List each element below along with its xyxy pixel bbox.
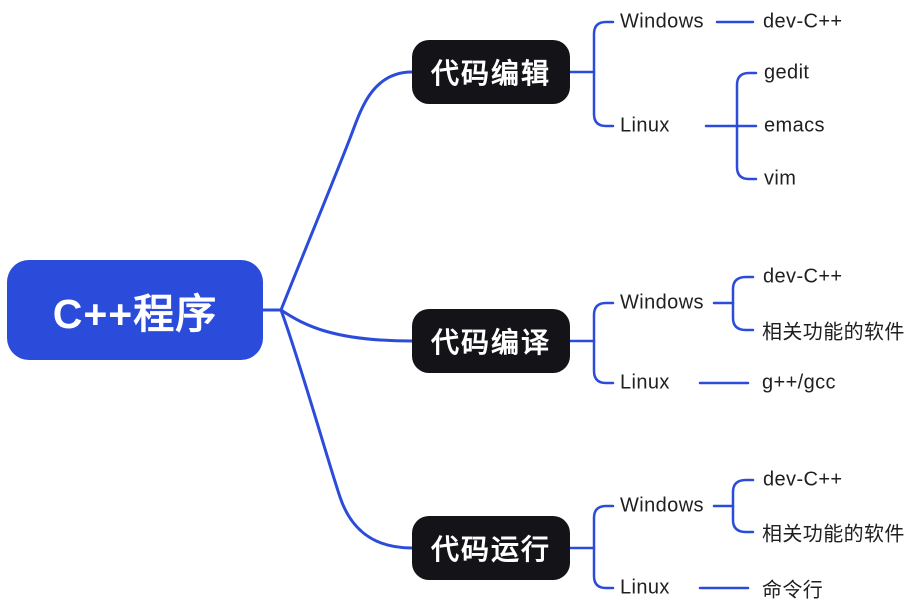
branch-node-label: 代码编辑	[430, 58, 551, 89]
edge-root-to-code-edit	[279, 70, 414, 312]
node-gcc[interactable]: g++/gcc	[762, 371, 836, 394]
node-command-line[interactable]: 命令行	[762, 579, 824, 602]
branch-node-label: 代码运行	[430, 534, 551, 565]
node-devcpp-run[interactable]: dev-C++	[763, 468, 843, 491]
edge-windows3-bracket	[731, 478, 755, 534]
node-linux-edit[interactable]: Linux	[620, 114, 670, 137]
node-devcpp-compile[interactable]: dev-C++	[763, 265, 843, 288]
branch-node-label: 代码编译	[430, 327, 551, 358]
node-gedit[interactable]: gedit	[764, 61, 810, 84]
edge-code-run-bracket	[592, 504, 615, 590]
node-vim[interactable]: vim	[764, 167, 797, 190]
node-windows-compile[interactable]: Windows	[620, 291, 704, 314]
edge-code-edit-bracket	[592, 20, 615, 128]
node-windows-edit[interactable]: Windows	[620, 10, 704, 33]
edge-root-to-code-run	[279, 308, 414, 550]
edge-code-compile-bracket	[592, 301, 615, 385]
branch-node-code-edit[interactable]: 代码编辑	[412, 40, 570, 104]
node-linux-run[interactable]: Linux	[620, 576, 670, 599]
node-windows-run[interactable]: Windows	[620, 494, 704, 517]
node-linux-compile[interactable]: Linux	[620, 371, 670, 394]
branch-node-code-run[interactable]: 代码运行	[412, 516, 570, 580]
node-emacs[interactable]: emacs	[764, 114, 825, 137]
node-related-software-run[interactable]: 相关功能的软件	[762, 523, 905, 546]
edge-windows2-bracket	[731, 275, 755, 332]
root-node-label: C++程序	[52, 291, 218, 337]
branch-node-code-compile[interactable]: 代码编译	[412, 309, 570, 373]
edge-root-to-code-compile	[279, 308, 414, 343]
root-node-cpp-program[interactable]: C++程序	[7, 260, 263, 360]
node-devcpp-edit[interactable]: dev-C++	[763, 10, 843, 33]
node-related-software-compile[interactable]: 相关功能的软件	[762, 321, 905, 344]
